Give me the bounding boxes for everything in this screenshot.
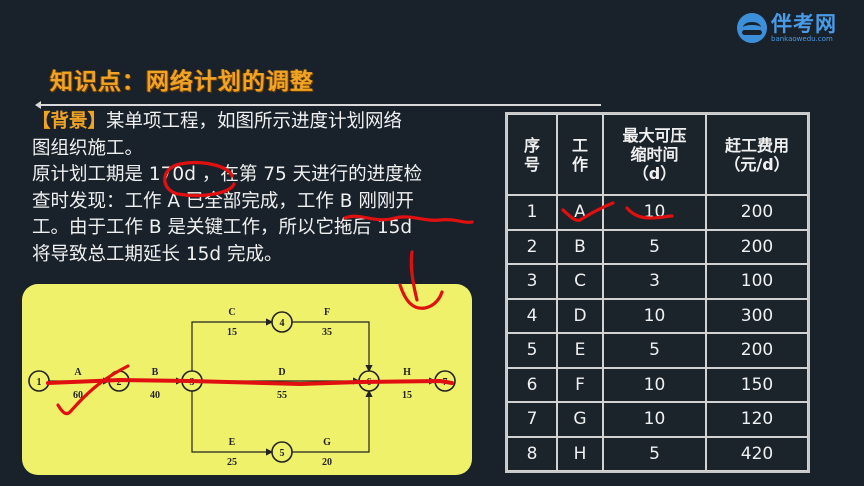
- cell-work: F: [557, 367, 603, 402]
- cell-seq: 7: [507, 402, 557, 437]
- cell-seq: 6: [507, 367, 557, 402]
- node-6-label: 6: [367, 377, 372, 388]
- node-7-label: 7: [443, 377, 448, 388]
- cell-work: G: [557, 402, 603, 437]
- cell-crash-time: 10: [603, 402, 706, 437]
- cell-seq: 1: [507, 195, 557, 230]
- cell-cost: 200: [706, 229, 808, 264]
- paragraph-line-1: 【背景】某单项工程，如图所示进度计划网络: [32, 111, 403, 132]
- cell-crash-time: 10: [603, 195, 706, 230]
- network-diagram-graphic: 1 2 3 4 5 6 7 A 60 B 40 D 55 C 15 F 35 E…: [28, 307, 456, 468]
- table-row: 3 C 3 100: [507, 264, 808, 299]
- cell-cost: 150: [706, 367, 808, 402]
- activity-f-name: F: [324, 307, 330, 318]
- cell-cost: 200: [706, 195, 808, 230]
- paragraph-line-3: 原计划工期是 170d ，在第 75 天进行的进度检: [32, 164, 423, 185]
- network-diagram: 1 2 3 4 5 6 7 A 60 B 40 D 55 C 15 F 35 E…: [22, 284, 472, 475]
- node-5: [271, 441, 293, 463]
- activity-f-duration: 35: [322, 327, 332, 338]
- node-3-label: 3: [190, 377, 195, 388]
- cell-crash-time: 10: [603, 298, 706, 333]
- title-divider: [35, 101, 601, 109]
- table-row: 1 A 10 200: [507, 195, 808, 230]
- cell-crash-time: 10: [603, 367, 706, 402]
- crash-cost-table: 序号 工作 最大可压缩时间（d） 赶工费用（元/d） 1 A 10 200: [505, 112, 810, 473]
- header-work: 工作: [557, 114, 603, 195]
- cell-cost: 420: [706, 436, 808, 471]
- cell-crash-time: 5: [603, 229, 706, 264]
- logo-name: 伴考网: [771, 11, 837, 36]
- cell-seq: 4: [507, 298, 557, 333]
- paragraph-line-6: 将导致总工期延长 15d 完成。: [32, 243, 283, 265]
- paragraph-line-4: 查时发现：工作 A 已全部完成，工作 B 刚刚开: [32, 190, 414, 212]
- table-row: 5 E 5 200: [507, 333, 808, 368]
- table-row: 8 H 5 420: [507, 436, 808, 471]
- cell-work: D: [557, 298, 603, 333]
- activity-e-duration: 25: [227, 457, 237, 468]
- header-crash-cost: 赶工费用（元/d）: [706, 114, 808, 195]
- table-row: 7 G 10 120: [507, 402, 808, 437]
- table-row: 4 D 10 300: [507, 298, 808, 333]
- activity-d-name: D: [278, 367, 285, 378]
- slide-title: 知识点：网络计划的调整: [50, 69, 314, 95]
- paragraph-line-5: 工。由于工作 B 是关键工作，所以它拖后 15d: [32, 217, 413, 238]
- table-header-row: 序号 工作 最大可压缩时间（d） 赶工费用（元/d）: [507, 114, 808, 195]
- cell-crash-time: 5: [603, 333, 706, 368]
- cell-work: C: [557, 264, 603, 299]
- node-1-label: 1: [37, 377, 42, 388]
- cell-work: A: [557, 195, 603, 230]
- activity-a-duration: 60: [73, 390, 83, 401]
- background-tag: 【背景】: [32, 111, 107, 132]
- cell-crash-time: 3: [603, 264, 706, 299]
- activity-d-duration: 55: [277, 390, 287, 401]
- header-seq: 序号: [507, 114, 557, 195]
- cell-cost: 120: [706, 402, 808, 437]
- node-4-label: 4: [280, 318, 285, 329]
- cell-seq: 3: [507, 264, 557, 299]
- activity-b-name: B: [152, 367, 159, 378]
- activity-e-name: E: [229, 437, 236, 448]
- cell-seq: 2: [507, 229, 557, 264]
- cell-work: B: [557, 229, 603, 264]
- node-5-label: 5: [280, 448, 285, 459]
- cell-cost: 300: [706, 298, 808, 333]
- cell-cost: 200: [706, 333, 808, 368]
- header-max-crash-time: 最大可压缩时间（d）: [603, 114, 706, 195]
- background-paragraph: 【背景】某单项工程，如图所示进度计划网络 图组织施工。 原计划工期是 170d …: [32, 109, 482, 268]
- brand-logo: 伴考网 bankaowedu.com: [737, 10, 857, 46]
- cell-crash-time: 5: [603, 436, 706, 471]
- table-row: 2 B 5 200: [507, 229, 808, 264]
- activity-c-name: C: [228, 307, 235, 318]
- paragraph-line-2: 图组织施工。: [32, 137, 144, 159]
- cell-work: E: [557, 333, 603, 368]
- cell-seq: 8: [507, 436, 557, 471]
- cell-seq: 5: [507, 333, 557, 368]
- node-4: [271, 311, 293, 333]
- activity-h-duration: 15: [402, 390, 412, 401]
- activity-c-duration: 15: [227, 327, 237, 338]
- logo-mascot-icon: [737, 13, 767, 43]
- cell-cost: 100: [706, 264, 808, 299]
- logo-url: bankaowedu.com: [771, 34, 833, 43]
- activity-b-duration: 40: [150, 390, 160, 401]
- activity-a-name: A: [74, 367, 82, 378]
- table-row: 6 F 10 150: [507, 367, 808, 402]
- cell-work: H: [557, 436, 603, 471]
- activity-g-name: G: [323, 437, 331, 448]
- activity-g-duration: 20: [322, 457, 332, 468]
- node-2-label: 2: [117, 377, 122, 388]
- activity-h-name: H: [403, 367, 411, 378]
